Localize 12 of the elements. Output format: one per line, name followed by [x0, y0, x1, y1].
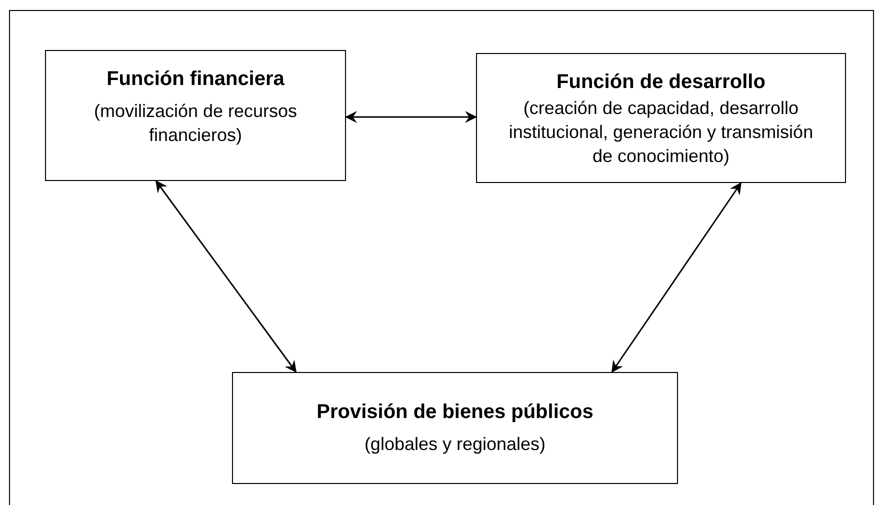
- box-description: (creación de capacidad, desarrollo institucional, generación y transmisión de conocimiento): [508, 97, 814, 168]
- box-description: (movilización de recursos financieros): [92, 100, 298, 147]
- box-title: Función financiera: [106, 67, 284, 91]
- box-title: Provisión de bienes públicos: [316, 400, 594, 424]
- double-arrow: [155, 180, 297, 373]
- double-arrow: [611, 182, 742, 373]
- text-box: [232, 372, 678, 484]
- double-arrow: [345, 111, 477, 123]
- text-box: [45, 50, 346, 181]
- box-description: (globales y regionales): [364, 433, 546, 456]
- text-box: [476, 53, 846, 183]
- box-title: Función de desarrollo: [556, 70, 766, 94]
